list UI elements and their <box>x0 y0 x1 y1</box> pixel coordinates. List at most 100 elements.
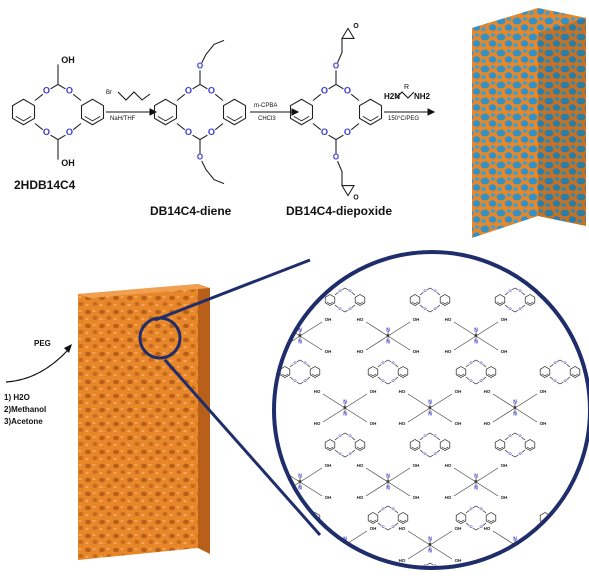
crown-oxygen-0: O <box>469 506 472 511</box>
network-nitrogen-a: N <box>386 327 390 333</box>
network-hydroxyl: OH <box>325 463 332 468</box>
crown-oxygen-3: O <box>433 451 436 456</box>
reagent-allyl-bromide: Br <box>106 90 112 96</box>
crown-oxygen-2: O <box>338 306 341 311</box>
network-nitrogen-a: N <box>513 536 517 542</box>
crown-oxygen-3: O <box>518 451 521 456</box>
benzene-ring <box>439 294 451 306</box>
network-nitrogen-b: N <box>298 485 302 491</box>
benzene-ring <box>439 439 451 451</box>
crown-oxygen-3: O <box>391 378 394 383</box>
amine-nh2: NH2 <box>414 92 431 101</box>
network-hydroxyl: OH <box>455 558 462 563</box>
crown-oxygen-1: O <box>348 288 351 293</box>
benzene-ring <box>524 439 536 451</box>
benzene-ring <box>324 439 336 451</box>
benzene-ring <box>11 98 36 126</box>
network-hydroxyl: OH <box>370 421 377 426</box>
epoxide-ring-bottom <box>341 185 355 197</box>
crown-oxygen-3: O <box>348 306 351 311</box>
crown-oxygen-2: O <box>423 306 426 311</box>
benzene-ring <box>525 570 535 579</box>
network-nitrogen-a: N <box>474 473 478 479</box>
crown-oxygen-1: O <box>563 506 566 511</box>
crown-oxygen-1: O <box>303 360 306 365</box>
crown-oxygen-2: O <box>43 127 50 137</box>
benzene-ring <box>455 366 467 378</box>
network-hydroxyl: OH <box>413 349 420 354</box>
benzene-ring <box>440 570 450 579</box>
benzene-ring <box>358 98 383 126</box>
benzene-ring <box>80 98 105 126</box>
crown-oxygen-2: O <box>185 127 192 137</box>
crown-oxygen-3: O <box>391 524 394 529</box>
network-hydroxyl: OH <box>413 495 420 500</box>
network-nitrogen-b: N <box>343 548 347 554</box>
network-hydroxyl: OH <box>325 495 332 500</box>
network-hydroxyl: HO <box>314 558 321 563</box>
reagent-mcpba: m-CPBA <box>254 103 278 109</box>
zoom-origin-circle <box>138 316 182 360</box>
crown-oxygen-3: O <box>348 451 351 456</box>
crown-oxygen-0: O <box>423 288 426 293</box>
epoxide-oxygen-top: O <box>353 23 359 30</box>
epoxide-ring-top <box>341 27 355 39</box>
crown-oxygen-0: O <box>423 433 426 438</box>
amine-h2n: H2N <box>384 92 401 101</box>
network-hydroxyl: HO <box>269 317 276 322</box>
porous-orange-monolith <box>78 284 210 560</box>
crown-oxygen-3: O <box>344 127 351 137</box>
network-nitrogen-b: N <box>513 548 517 554</box>
network-hydroxyl: OH <box>413 463 420 468</box>
crown-oxygen-3: O <box>563 524 566 529</box>
network-hydroxyl: HO <box>484 389 491 394</box>
network-nitrogen-b: N <box>428 548 432 554</box>
network-hydroxyl: OH <box>455 526 462 531</box>
label-diepoxide: DB14C4-diepoxide <box>286 204 393 218</box>
crown-oxygen-2: O <box>293 524 296 529</box>
benzene-ring <box>485 366 497 378</box>
crown-oxygen-1: O <box>391 506 394 511</box>
network-hydroxyl: OH <box>540 389 547 394</box>
crown-oxygen-0: O <box>293 360 296 365</box>
crown-oxygen-3: O <box>66 127 73 137</box>
crown-oxygen-0: O <box>321 86 328 96</box>
crown-oxygen-2: O <box>381 378 384 383</box>
network-r-group: R <box>386 333 390 338</box>
network-hydroxyl: HO <box>314 389 321 394</box>
network-nitrogen-a: N <box>386 473 390 479</box>
benzene-ring <box>494 439 506 451</box>
crown-oxygen-0: O <box>381 360 384 365</box>
crown-oxygen-0: O <box>338 563 341 568</box>
network-r-group: R <box>474 333 478 338</box>
zoom-line-bottom <box>163 359 322 536</box>
network-nitrogen-b: N <box>513 411 517 417</box>
network-nitrogen-b: N <box>298 339 302 345</box>
crown-oxygen-1: O <box>433 433 436 438</box>
network-nitrogen-b: N <box>474 339 478 345</box>
network-hydroxyl: OH <box>501 463 508 468</box>
network-hydroxyl: HO <box>445 463 452 468</box>
crown-oxygen-0: O <box>338 433 341 438</box>
crown-oxygen-0: O <box>508 288 511 293</box>
workup-acetone: 3)Acetone <box>4 417 43 426</box>
network-nitrogen-b: N <box>428 411 432 417</box>
crown-oxygen-1: O <box>518 563 521 568</box>
network-nitrogen-a: N <box>343 536 347 542</box>
crown-oxygen-0: O <box>508 433 511 438</box>
crown-oxygen-2: O <box>423 451 426 456</box>
network-hydroxyl: HO <box>357 317 364 322</box>
benzene-ring <box>494 294 506 306</box>
network-circle-border <box>272 250 589 570</box>
network-hydroxyl: HO <box>357 349 364 354</box>
network-hydroxyl: HO <box>314 421 321 426</box>
benzene-ring <box>354 294 366 306</box>
benzene-ring <box>397 366 409 378</box>
network-hydroxyl: HO <box>357 495 364 500</box>
crown-oxygen-2: O <box>321 127 328 137</box>
network-hydroxyl: HO <box>399 558 406 563</box>
benzene-ring <box>367 366 379 378</box>
benzene-ring <box>455 512 467 524</box>
